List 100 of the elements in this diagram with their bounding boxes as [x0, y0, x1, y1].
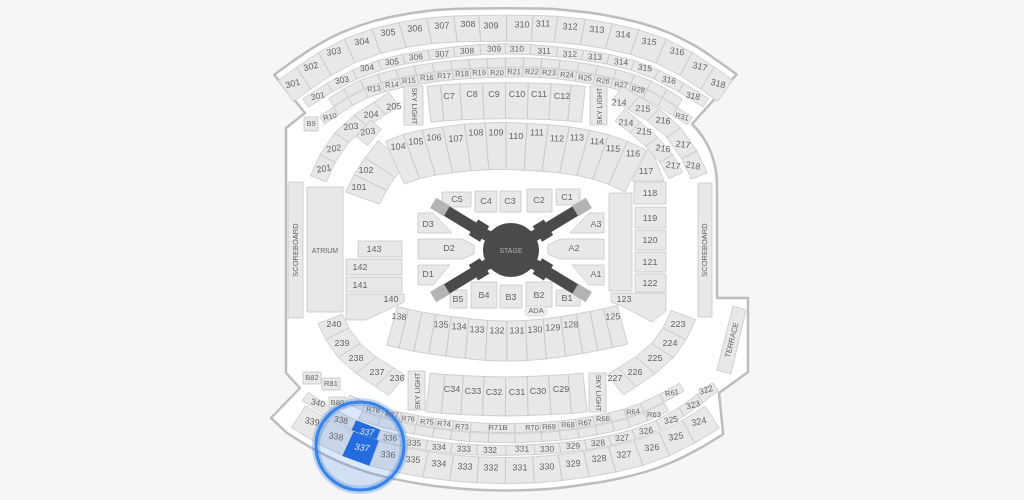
section-label: 108 — [468, 128, 484, 138]
section-label: 332 — [483, 463, 499, 473]
section-label: 327 — [616, 449, 632, 461]
section-label: 122 — [642, 278, 658, 288]
section-label: 142 — [352, 262, 368, 272]
section-label: 132 — [489, 326, 505, 336]
section-label: C1 — [561, 192, 573, 202]
section-label: 215 — [635, 104, 651, 114]
section-label: 116 — [625, 149, 641, 159]
section-label: 101 — [351, 182, 367, 192]
section-label: D1 — [422, 269, 434, 279]
section-label: D2 — [443, 243, 455, 253]
section-label: C12 — [553, 91, 571, 101]
section-label: 115 — [605, 144, 621, 154]
section-label: 121 — [642, 257, 658, 267]
section-label: 134 — [451, 322, 467, 332]
section-label: 133 — [469, 325, 485, 335]
section-label: 217 — [664, 160, 682, 172]
section-label: 330 — [539, 444, 555, 454]
section-label: 317 — [691, 60, 709, 74]
section-label: 239 — [334, 338, 350, 348]
section-label: C29 — [552, 384, 570, 394]
section-label: B5 — [452, 294, 464, 304]
section-label: 323 — [685, 399, 701, 411]
section-label: 224 — [662, 338, 678, 348]
section-label: 237 — [369, 367, 385, 377]
section-label: 107 — [448, 134, 464, 144]
section-label: B4 — [478, 290, 490, 300]
section-label: 217 — [674, 139, 692, 151]
section-label: 216 — [655, 115, 671, 127]
section-label: 117 — [638, 166, 654, 176]
section-label: 313 — [587, 52, 603, 62]
section-label: 314 — [613, 57, 629, 67]
section-label: 324 — [690, 416, 708, 428]
section-label: 336 — [380, 449, 396, 461]
section-label: 105 — [408, 137, 424, 147]
section-label: 337 — [359, 426, 375, 438]
section-label: 325 — [663, 414, 679, 426]
section-label: 216 — [654, 143, 672, 155]
section-label: 311 — [537, 46, 551, 56]
section-label: 218 — [684, 160, 702, 172]
section-label: 314 — [615, 29, 631, 41]
section-label: B2 — [533, 290, 545, 300]
section-label: 227 — [607, 373, 623, 383]
section-label: 312 — [562, 22, 578, 32]
section-label: 329 — [565, 459, 581, 469]
section-label: 329 — [565, 441, 581, 451]
section-label: 312 — [562, 49, 578, 59]
section-label: 203 — [343, 121, 359, 133]
section-label: 326 — [638, 425, 654, 437]
section-label: B1 — [561, 293, 573, 303]
section-label: 204 — [363, 110, 379, 120]
section-label: 301 — [284, 77, 302, 91]
section-label: C32 — [485, 387, 503, 397]
section-label: 306 — [407, 24, 423, 34]
section-label: 336 — [382, 433, 398, 443]
section-label: 125 — [605, 312, 621, 322]
section-label: 303 — [334, 74, 350, 86]
section-label: 128 — [563, 320, 579, 330]
section-label: 309 — [486, 44, 502, 54]
section-label: 318 — [685, 90, 701, 102]
section-label: C2 — [533, 195, 545, 205]
section-label: 131 — [509, 326, 525, 336]
section-label: 205 — [386, 102, 402, 112]
section-label: 335 — [406, 438, 422, 448]
section-label: 301 — [310, 90, 326, 102]
section-label: 313 — [589, 25, 605, 35]
section-label: 327 — [614, 433, 630, 443]
section-label: 201 — [315, 163, 333, 175]
section-label: 318 — [709, 77, 727, 91]
section-label: 308 — [460, 19, 476, 29]
section-label: C7 — [443, 91, 455, 101]
section-label: 120 — [642, 235, 658, 245]
section-label: 307 — [434, 21, 450, 31]
section-label: 112 — [549, 134, 565, 144]
section-label: A3 — [590, 219, 602, 229]
section-label: 118 — [642, 188, 658, 198]
section-label: 322 — [697, 383, 715, 397]
section-label: 316 — [668, 46, 686, 58]
section-label: 337 — [354, 442, 370, 454]
section-label: 225 — [647, 353, 663, 363]
section-label: 215 — [636, 126, 652, 138]
section-label: 330 — [539, 462, 555, 472]
section-label: 135 — [433, 320, 449, 330]
section-label: 310 — [514, 20, 530, 30]
section-label: 332 — [482, 445, 498, 455]
section-label: B3 — [505, 292, 517, 302]
section-label: 339 — [303, 416, 321, 428]
section-label: 308 — [459, 46, 475, 56]
section-label: 315 — [641, 36, 657, 48]
section-label: 309 — [483, 21, 499, 31]
section-label: 316 — [661, 74, 677, 86]
section-label: 310 — [509, 44, 525, 54]
section-label: C30 — [529, 386, 547, 396]
section-label: 328 — [591, 454, 607, 464]
section-label: 326 — [644, 442, 660, 454]
section-label: 106 — [426, 133, 442, 143]
section-label: 338 — [327, 431, 345, 443]
section-label: 109 — [488, 128, 504, 138]
section-label: 331 — [514, 444, 530, 454]
